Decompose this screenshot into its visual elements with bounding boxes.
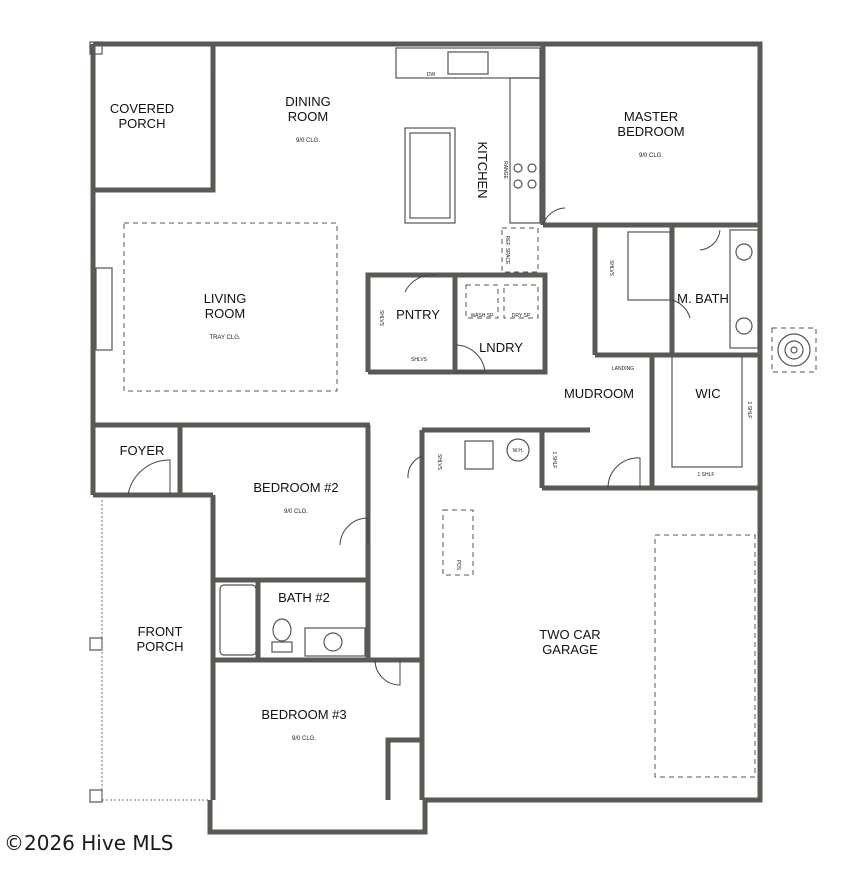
room-labels: COVERED PORCH DINING ROOM 9/0 CLG. KITCH… [110, 94, 729, 742]
dining-room-label-1: DINING [285, 94, 331, 109]
garage-label-1: TWO CAR [539, 627, 600, 642]
master-bath-label: M. BATH [677, 291, 729, 306]
watermark: ©2026 Hive MLS [4, 831, 173, 855]
landing-label: LANDING [612, 366, 634, 372]
pantry-shelves-label: SHLVS [378, 310, 384, 327]
living-room-label-1: LIVING [204, 291, 247, 306]
bedroom3-label: BEDROOM #3 [261, 707, 346, 722]
laundry-label: LNDRY [479, 340, 523, 355]
dining-room-label-2: ROOM [288, 109, 328, 124]
pantry-shelves-bottom-label: SHLVS [411, 357, 428, 363]
wic-shelf-side-label: 1 SHLF [746, 402, 752, 419]
fixture-labels: DW RANGE REF. SPACE SHLVS SHLVS WASH SP … [378, 72, 752, 571]
master-bedroom-label-1: MASTER [624, 109, 678, 124]
covered-porch-label-2: PORCH [119, 116, 166, 131]
living-room-label-2: ROOM [205, 306, 245, 321]
pantry-label: PNTRY [396, 307, 440, 322]
mbath-shelves-label: SHLVS [608, 260, 614, 277]
mudroom-label: MUDROOM [564, 386, 634, 401]
pds-label: PDS [455, 560, 461, 571]
foyer-label: FOYER [120, 443, 165, 458]
kitchen-label: KITCHEN [475, 141, 490, 198]
bedroom3-ceiling: 9/0 CLG. [292, 736, 316, 742]
garage-label-2: GARAGE [542, 642, 598, 657]
water-heater-label: W.H. [513, 448, 524, 454]
details [89, 41, 817, 803]
wic-label: WIC [695, 386, 720, 401]
living-ceiling: TRAY CLG. [209, 335, 240, 341]
mud-shelf-label: 1 SHLF [551, 452, 557, 469]
covered-porch-label-1: COVERED [110, 101, 174, 116]
dw-label: DW [427, 72, 436, 78]
master-bedroom-label-2: BEDROOM [617, 124, 684, 139]
wic-shelf-bottom-label: 1 SHLF [698, 472, 715, 478]
refrig-label: REF. SPACE [504, 236, 510, 265]
dry-sp-label: DRY SP [512, 313, 531, 319]
bedroom2-label: BEDROOM #2 [253, 480, 338, 495]
bath2-label: BATH #2 [278, 590, 330, 605]
range-label: RANGE [502, 161, 508, 179]
front-porch-label-2: PORCH [137, 639, 184, 654]
front-porch-label-1: FRONT [138, 624, 183, 639]
dining-ceiling: 9/0 CLG. [296, 138, 320, 144]
bedroom2-ceiling: 9/0 CLG. [284, 509, 308, 515]
walls [90, 41, 763, 835]
garage-shelves-label: SHLVS [436, 454, 442, 471]
master-ceiling: 9/0 CLG. [639, 153, 663, 159]
wash-sp-label: WASH SP [471, 313, 495, 319]
